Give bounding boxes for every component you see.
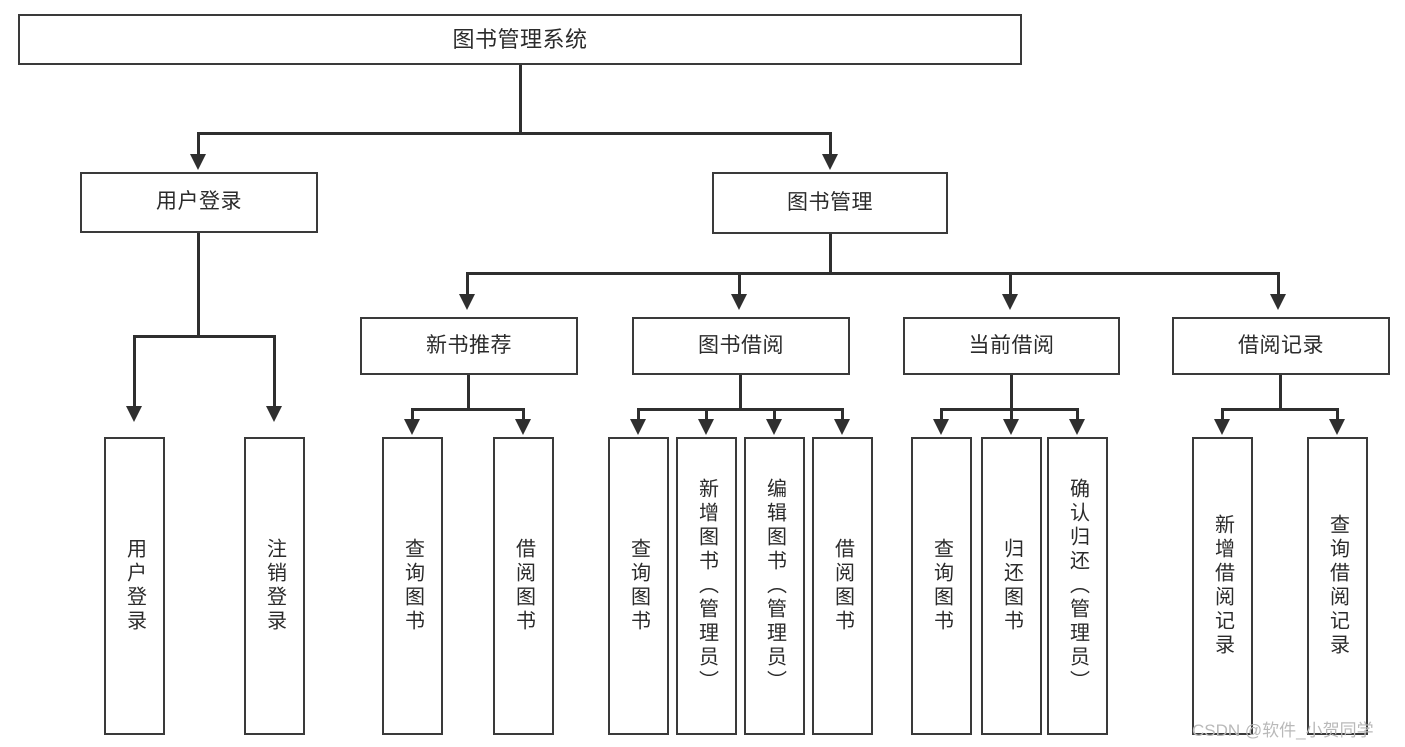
connector-user-login-branch-2 xyxy=(273,335,276,408)
node-label: 用户登录 xyxy=(123,538,146,634)
connector-borrow-records-stem xyxy=(1279,375,1282,408)
node-current-borrow[interactable]: 当前借阅 xyxy=(903,317,1120,375)
connector-current-borrow-branch-2 xyxy=(1010,408,1013,420)
connector-borrow-records-branch-2 xyxy=(1336,408,1339,420)
node-label: 注销登录 xyxy=(263,538,286,634)
leaf-confirm-return-admin[interactable]: 确认归还（管理员） xyxy=(1047,437,1108,735)
node-book-borrow[interactable]: 图书借阅 xyxy=(632,317,850,375)
connector-book-borrow-branch-1 xyxy=(637,408,640,420)
connector-to-book-borrow xyxy=(738,272,741,296)
leaf-borrow-book[interactable]: 借阅图书 xyxy=(812,437,873,735)
leaf-edit-book-admin[interactable]: 编辑图书（管理员） xyxy=(744,437,805,735)
connector-new-book-bus xyxy=(411,408,525,411)
connector-root-bus xyxy=(197,132,832,135)
connector-current-borrow-bus xyxy=(940,408,1079,411)
node-label: 借阅图书 xyxy=(831,538,854,634)
arrowhead-current-borrow xyxy=(1002,294,1018,310)
arrowhead-leaf-query-book-3 xyxy=(933,419,949,435)
connector-root-to-user-login xyxy=(197,132,200,156)
leaf-query-book-recommend[interactable]: 查询图书 xyxy=(382,437,443,735)
node-label: 当前借阅 xyxy=(968,333,1055,357)
node-label: 图书管理 xyxy=(787,190,873,214)
arrowhead-leaf-return-book xyxy=(1003,419,1019,435)
node-label: 确认归还（管理员） xyxy=(1066,478,1089,694)
connector-current-borrow-branch-1 xyxy=(940,408,943,420)
leaf-logout[interactable]: 注销登录 xyxy=(244,437,305,735)
connector-book-borrow-branch-2 xyxy=(705,408,708,420)
leaf-query-book-current[interactable]: 查询图书 xyxy=(911,437,972,735)
arrowhead-new-book-recommend xyxy=(459,294,475,310)
node-book-management[interactable]: 图书管理 xyxy=(712,172,948,234)
node-label: 新增图书（管理员） xyxy=(695,478,718,694)
arrowhead-leaf-query-record xyxy=(1329,419,1345,435)
node-user-login[interactable]: 用户登录 xyxy=(80,172,318,233)
connector-to-current-borrow xyxy=(1009,272,1012,296)
connector-new-book-branch-1 xyxy=(411,408,414,420)
leaf-return-book[interactable]: 归还图书 xyxy=(981,437,1042,735)
arrowhead-leaf-query-book-1 xyxy=(404,419,420,435)
arrowhead-leaf-confirm-return xyxy=(1069,419,1085,435)
connector-user-login-branch-1 xyxy=(133,335,136,408)
connector-to-borrow-records xyxy=(1277,272,1280,296)
connector-to-new-book-recommend xyxy=(466,272,469,296)
connector-borrow-records-branch-1 xyxy=(1221,408,1224,420)
connector-user-login-bus xyxy=(133,335,276,338)
node-label: 新增借阅记录 xyxy=(1211,514,1234,658)
node-label: 查询图书 xyxy=(627,538,650,634)
leaf-query-borrow-record[interactable]: 查询借阅记录 xyxy=(1307,437,1368,735)
leaf-user-login[interactable]: 用户登录 xyxy=(104,437,165,735)
node-label: 图书管理系统 xyxy=(452,26,588,52)
arrowhead-leaf-edit-book xyxy=(766,419,782,435)
node-label: 用户登录 xyxy=(156,190,242,214)
node-label: 图书借阅 xyxy=(698,333,784,357)
node-label: 新书推荐 xyxy=(426,333,512,357)
connector-user-login-stem xyxy=(197,233,200,335)
watermark: CSDN @软件_小贺同学 xyxy=(1192,721,1374,740)
node-label: 编辑图书（管理员） xyxy=(763,478,786,694)
arrowhead-leaf-logout xyxy=(266,406,282,422)
connector-current-borrow-stem xyxy=(1010,375,1013,408)
arrowhead-leaf-user-login xyxy=(126,406,142,422)
arrowhead-leaf-query-book-2 xyxy=(630,419,646,435)
leaf-query-book-borrow[interactable]: 查询图书 xyxy=(608,437,669,735)
leaf-add-book-admin[interactable]: 新增图书（管理员） xyxy=(676,437,737,735)
arrowhead-leaf-add-book xyxy=(698,419,714,435)
arrowhead-book-borrow xyxy=(731,294,747,310)
node-borrow-records[interactable]: 借阅记录 xyxy=(1172,317,1390,375)
arrowhead-leaf-add-record xyxy=(1214,419,1230,435)
connector-root-to-book-mgmt xyxy=(829,132,832,156)
node-label: 查询图书 xyxy=(930,538,953,634)
node-root-system[interactable]: 图书管理系统 xyxy=(18,14,1022,65)
node-label: 借阅图书 xyxy=(512,538,535,634)
connector-borrow-records-bus xyxy=(1221,408,1339,411)
connector-book-mgmt-stem xyxy=(829,234,832,272)
arrowhead-borrow-records xyxy=(1270,294,1286,310)
node-label: 查询图书 xyxy=(401,538,424,634)
connector-book-borrow-branch-4 xyxy=(841,408,844,420)
node-new-book-recommend[interactable]: 新书推荐 xyxy=(360,317,578,375)
node-label: 借阅记录 xyxy=(1238,333,1324,357)
arrowhead-leaf-borrow-book-1 xyxy=(515,419,531,435)
connector-book-borrow-bus xyxy=(637,408,844,411)
leaf-add-borrow-record[interactable]: 新增借阅记录 xyxy=(1192,437,1253,735)
arrowhead-leaf-borrow-book-2 xyxy=(834,419,850,435)
connector-book-borrow-branch-3 xyxy=(773,408,776,420)
connector-root-stem xyxy=(519,65,522,132)
node-label: 归还图书 xyxy=(1000,538,1023,634)
connector-book-mgmt-bus xyxy=(466,272,1280,275)
connector-new-book-branch-2 xyxy=(522,408,525,420)
node-label: 查询借阅记录 xyxy=(1326,514,1349,658)
connector-current-borrow-branch-3 xyxy=(1076,408,1079,420)
connector-book-borrow-stem xyxy=(739,375,742,408)
arrowhead-book-mgmt xyxy=(822,154,838,170)
leaf-borrow-book-recommend[interactable]: 借阅图书 xyxy=(493,437,554,735)
connector-new-book-stem xyxy=(467,375,470,408)
arrowhead-user-login xyxy=(190,154,206,170)
